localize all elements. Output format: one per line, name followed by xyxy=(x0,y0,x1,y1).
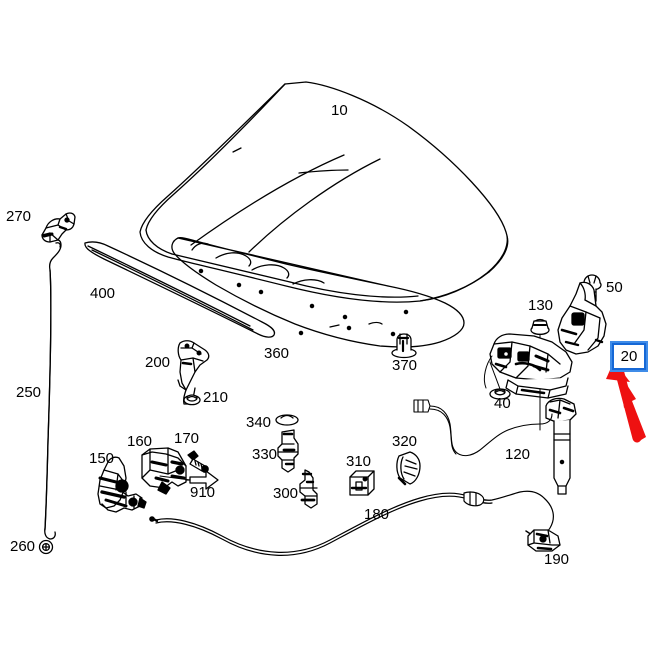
part-hex-flange-nut xyxy=(530,318,550,336)
callout-40: 40 xyxy=(494,395,511,412)
callout-160: 160 xyxy=(127,433,152,450)
part-insulation-clip xyxy=(391,333,417,359)
callout-260: 260 xyxy=(10,538,35,555)
callout-200: 200 xyxy=(145,354,170,371)
part-hood-prop-rod xyxy=(44,238,62,540)
callout-340: 340 xyxy=(246,414,271,431)
callout-130: 130 xyxy=(528,297,553,314)
part-seal-washer xyxy=(275,414,299,426)
callout-120: 120 xyxy=(505,446,530,463)
callout-330: 330 xyxy=(252,446,277,463)
part-hood-latch-assembly xyxy=(141,447,187,495)
highlight-arrow xyxy=(606,361,646,443)
part-cable-guide-clip xyxy=(349,470,375,496)
callout-360: 360 xyxy=(264,345,289,362)
callout-50: 50 xyxy=(606,279,623,296)
part-retainer-nut xyxy=(183,394,201,406)
callout-10: 10 xyxy=(331,102,348,119)
part-prop-rod-clip-bracket xyxy=(41,212,76,243)
callout-270: 270 xyxy=(6,208,31,225)
part-latch-direction-marker xyxy=(159,470,219,490)
part-gas-strut-support xyxy=(545,397,577,495)
callout-210: 210 xyxy=(203,389,228,406)
leader-line-40 xyxy=(489,361,501,390)
part-latch-bolt xyxy=(187,450,209,473)
part-grommet-washer xyxy=(489,388,511,400)
callout-150: 150 xyxy=(89,450,114,467)
part-hood-release-cable xyxy=(149,490,554,556)
callout-190: 190 xyxy=(544,551,569,568)
part-prop-rod-grommet xyxy=(38,539,54,555)
part-hood-hinge-bracket xyxy=(557,281,607,355)
callout-170: 170 xyxy=(174,430,199,447)
callout-180: 180 xyxy=(364,506,389,523)
part-hood-inner-panel xyxy=(171,236,465,348)
part-push-pin-clip xyxy=(277,429,299,473)
part-hood-lock-left xyxy=(97,456,147,513)
callout-labels: 10 270 400 50 130 200 360 370 250 210 40… xyxy=(6,102,623,568)
callout-310: 310 xyxy=(346,453,371,470)
part-cable-end-bracket xyxy=(527,529,561,552)
part-hinge-latch-body xyxy=(483,333,573,399)
part-expanding-rivet-clip xyxy=(299,469,318,509)
callout-250: 250 xyxy=(16,384,41,401)
callout-910: 910 xyxy=(190,484,215,501)
callout-370: 370 xyxy=(392,357,417,374)
part-hood-panel-outer xyxy=(139,81,509,303)
callout-400: 400 xyxy=(90,285,115,302)
part-latch-wire-connector xyxy=(413,399,553,457)
highlighted-part-callout-20[interactable]: 20 xyxy=(610,341,648,372)
part-hood-front-seal-strip xyxy=(84,241,276,338)
callout-320: 320 xyxy=(392,433,417,450)
part-cable-routing-clip xyxy=(396,451,421,486)
callout-300: 300 xyxy=(273,485,298,502)
